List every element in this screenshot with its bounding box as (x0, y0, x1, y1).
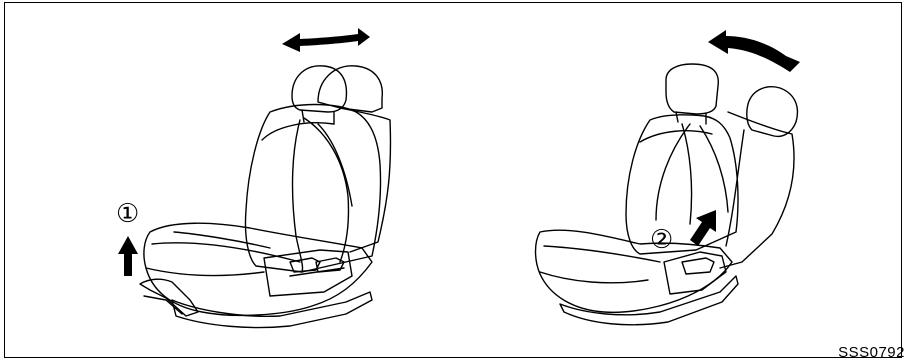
recline-arrow-icon (708, 30, 800, 72)
seat-right (536, 64, 798, 325)
slide-arrow-icon (282, 28, 370, 52)
step-2-marker: ② (650, 225, 673, 255)
step-1-marker: ① (116, 199, 139, 229)
lift-arrow-icon (118, 236, 138, 276)
figure-code: SSS0792 (838, 344, 905, 361)
seat-left (140, 66, 391, 328)
push-arrow-icon (690, 210, 716, 246)
